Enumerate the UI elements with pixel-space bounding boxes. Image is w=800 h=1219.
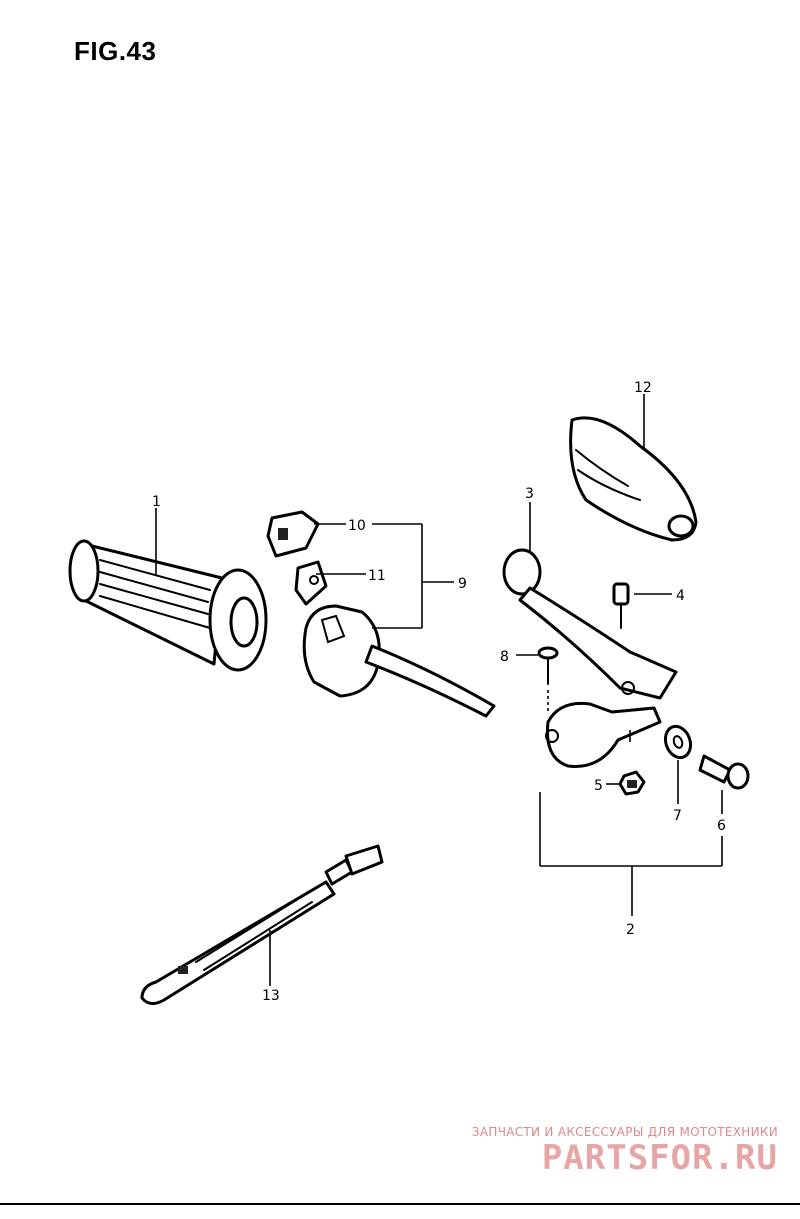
leader-lines [155,394,723,986]
callout-7: 7 [673,808,682,824]
watermark-tagline: ЗАПЧАСТИ И АКСЕССУАРЫ ДЛЯ МОТОТЕХНИКИ [471,1125,778,1139]
part-switch-clip [294,560,328,606]
part-pivot-bolt [537,646,559,714]
callout-2: 2 [626,922,635,938]
callout-1: 1 [152,494,161,510]
part-switch-bracket [266,510,320,558]
figure-title: FIG.43 [74,36,157,66]
part-cable-tie [140,844,384,1005]
callout-labels: 1 2 3 4 5 6 7 8 9 10 11 12 13 [152,380,726,1004]
part-nut [618,770,646,796]
part-lever-holder [545,701,662,768]
callout-13: 13 [262,988,280,1004]
part-adjuster-screw [612,582,630,629]
callout-5: 5 [594,778,603,794]
part-grip [68,539,268,672]
callout-10: 10 [348,518,366,534]
part-bolt [698,754,750,790]
callout-6: 6 [717,818,726,834]
callout-9: 9 [458,576,467,592]
part-lever-boot [569,416,698,542]
part-switch-housing [302,604,496,718]
bottom-border [0,1203,800,1205]
callout-12: 12 [634,380,652,396]
part-washer [663,724,693,760]
callout-8: 8 [500,649,509,665]
part-clutch-lever [502,548,678,700]
watermark: ЗАПЧАСТИ И АКСЕССУАРЫ ДЛЯ МОТОТЕХНИКИ PA… [472,1125,778,1177]
callout-4: 4 [676,588,685,604]
callout-11: 11 [368,568,386,584]
watermark-logo-text: PARTSFOR.RU [541,1138,778,1178]
callout-3: 3 [525,486,534,502]
